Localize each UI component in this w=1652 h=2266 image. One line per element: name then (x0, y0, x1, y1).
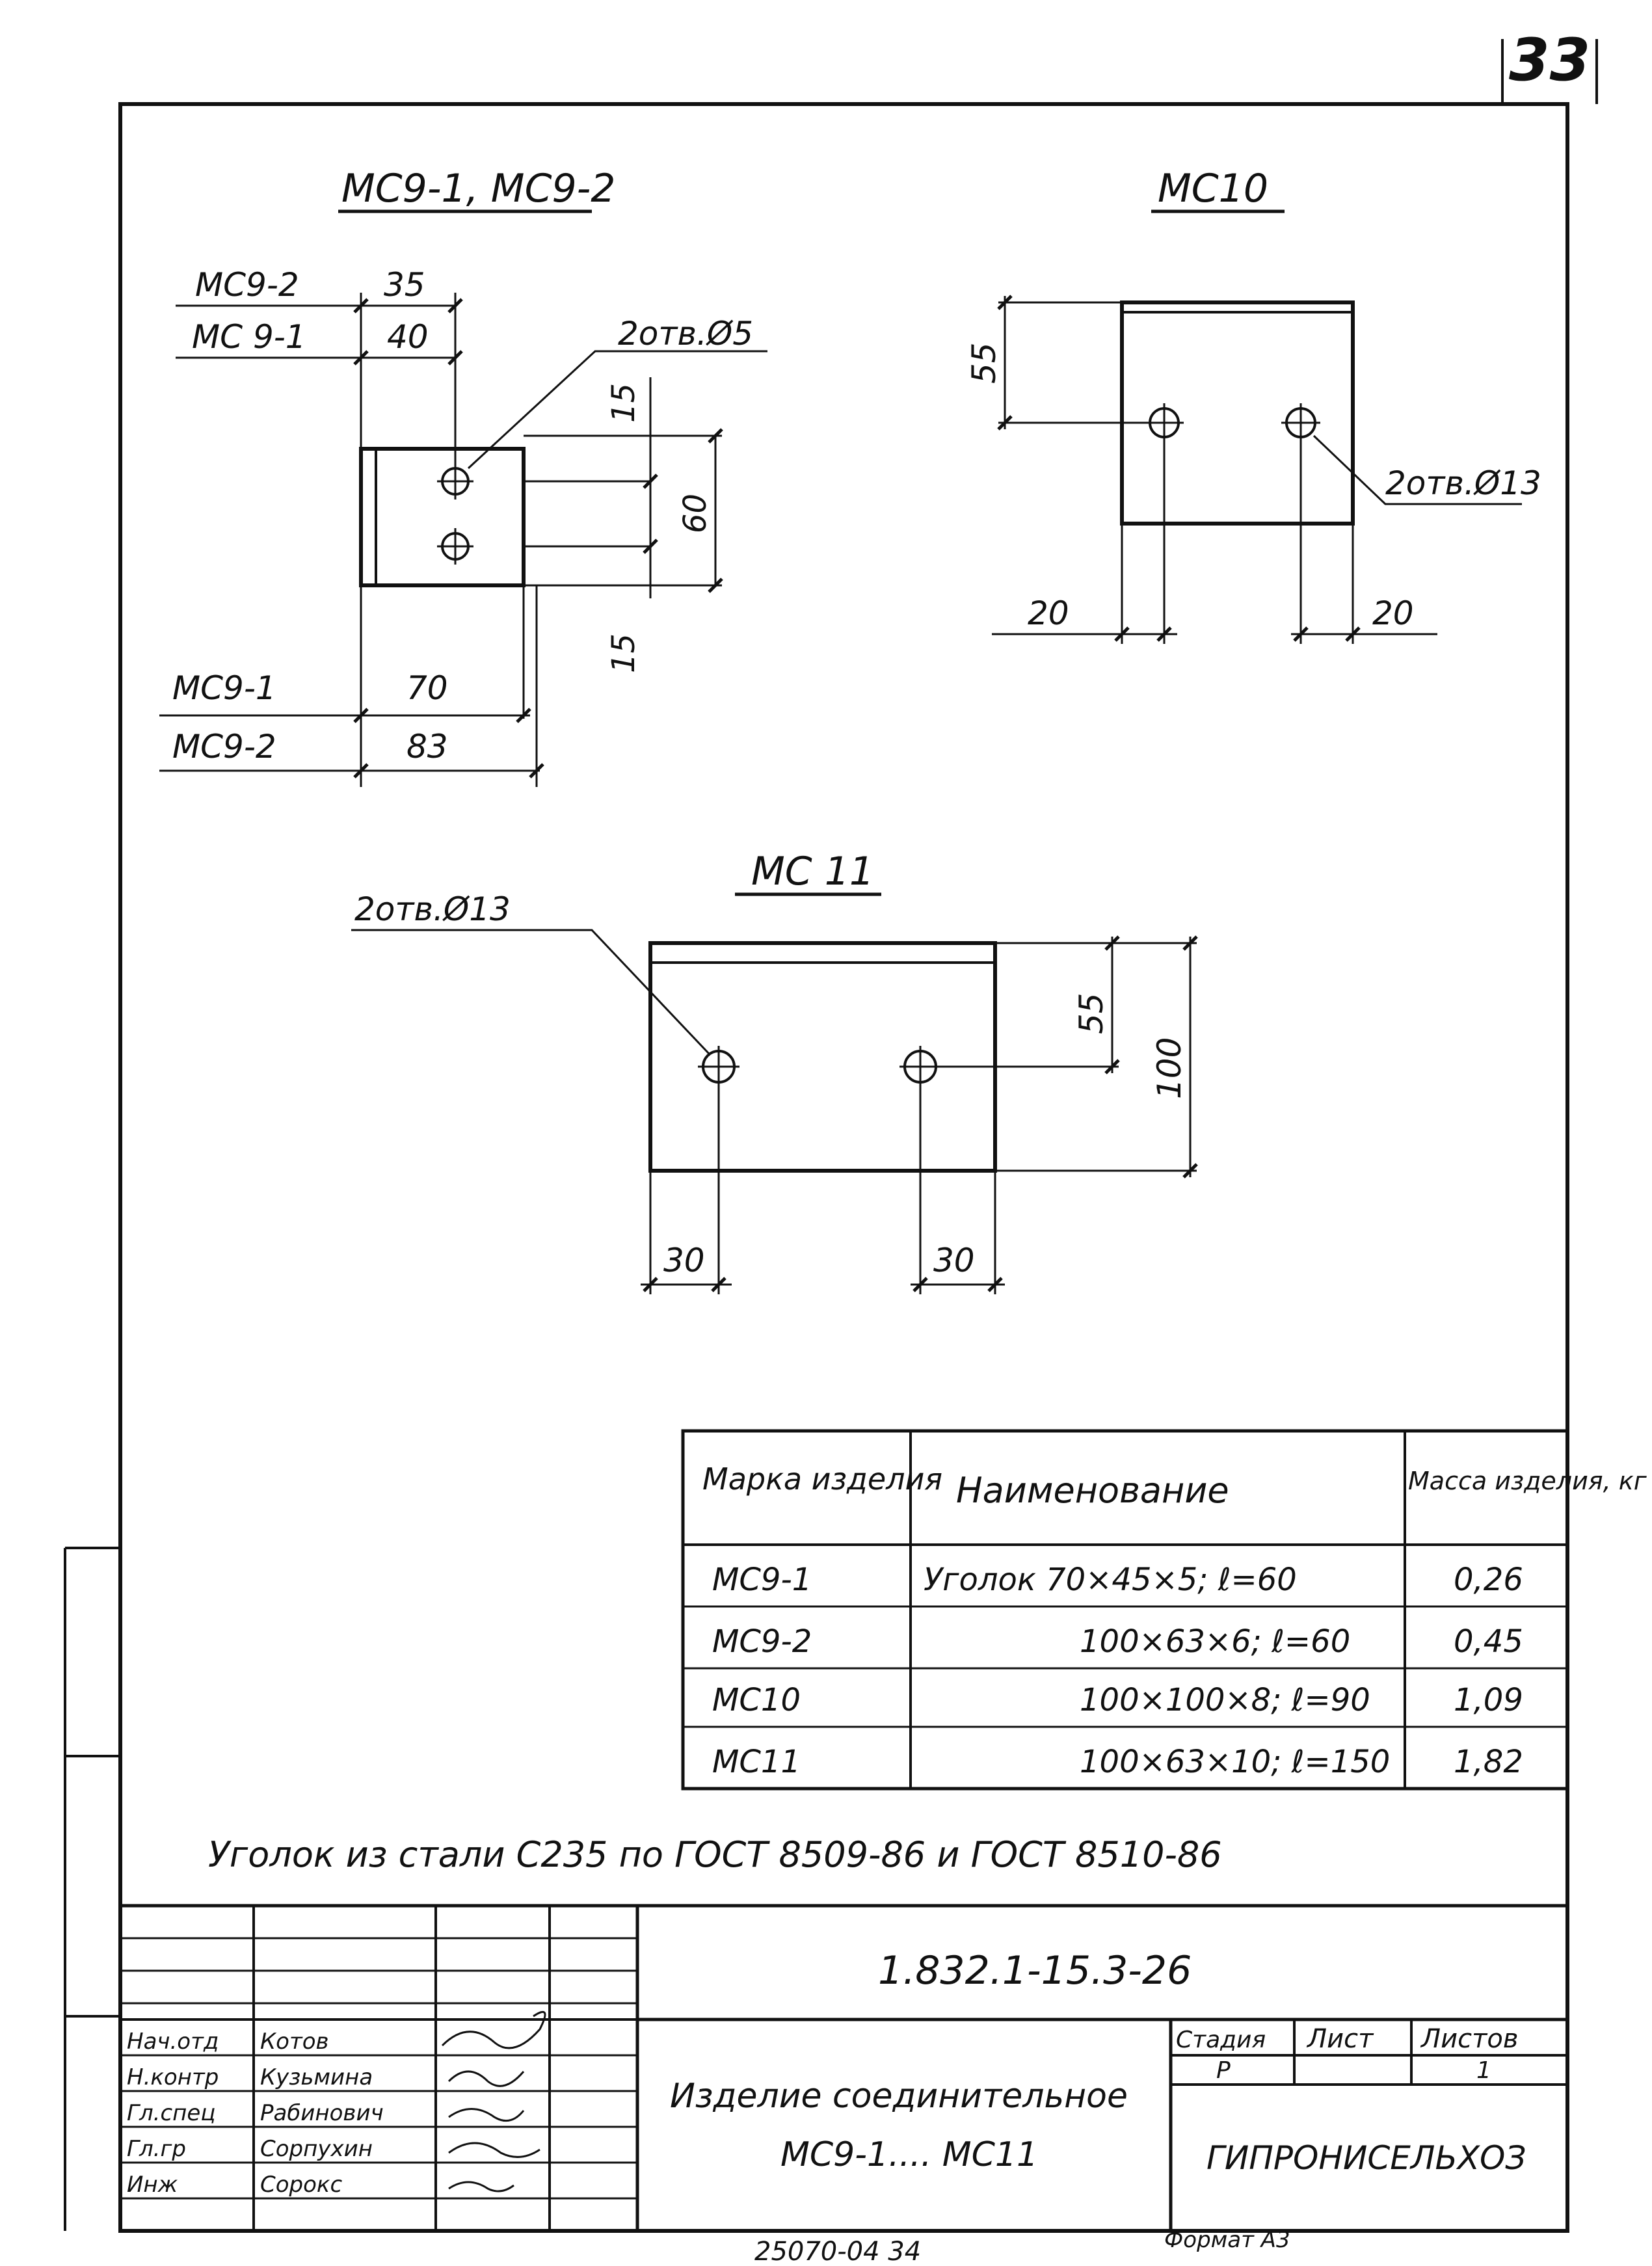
ms9-holes-note: 2отв.Ø5 (618, 315, 753, 353)
ms11-plate (648, 941, 997, 1173)
dim-15-top: 15 (606, 383, 642, 423)
archive-number: 25070-04 34 (754, 2237, 921, 2266)
doc-code: 1.832.1-15.3-26 (878, 1948, 1192, 1993)
signatory-role: Гл.гр (127, 2136, 186, 2162)
spec-row-name: 100×63×6; ℓ=60 (1080, 1623, 1350, 1660)
sheets-label: Листов (1420, 2024, 1518, 2054)
stage-label: Стадия (1176, 2027, 1266, 2053)
spec-row-mass: 0,26 (1454, 1562, 1523, 1598)
dim-60: 60 (677, 494, 713, 533)
spec-row-mass: 1,82 (1454, 1744, 1523, 1780)
ms10-dim-20-left: 20 (1028, 594, 1069, 632)
ms9-plate (359, 447, 526, 587)
signatory-role: Н.контр (127, 2064, 219, 2090)
sheet-label: Лист (1306, 2024, 1374, 2054)
ms10-holes-note: 2отв.Ø13 (1385, 464, 1541, 502)
spec-row-mark: МС9-1 (712, 1562, 812, 1598)
signatory-name: Сорокс (260, 2172, 342, 2198)
spec-row-mark: МС10 (712, 1682, 801, 1718)
dimension-ticks (353, 295, 1361, 1292)
spec-row-mass: 0,45 (1454, 1623, 1523, 1660)
signatory-role: Нач.отд (127, 2029, 219, 2055)
spec-row-name: 100×100×8; ℓ=90 (1080, 1682, 1370, 1718)
ms11-dim-100: 100 (1151, 1037, 1188, 1099)
ms11-dim-30-right: 30 (933, 1242, 975, 1279)
signatory-name: Котов (260, 2029, 329, 2055)
spec-row-mark: МС9-2 (712, 1623, 812, 1660)
dim-70: 70 (406, 669, 448, 707)
dim-15-bottom: 15 (606, 633, 642, 673)
spec-table-frame (681, 1429, 1569, 1791)
spec-row-name: Уголок 70×45×5; ℓ=60 (924, 1562, 1297, 1598)
signature-marks (441, 2010, 546, 2193)
ms10-dim-20-right: 20 (1372, 594, 1414, 632)
ms11-dim-30-left: 30 (663, 1242, 705, 1279)
label-ms9-1-bottom: МС9-1 (172, 669, 276, 707)
dim-83: 83 (406, 728, 448, 766)
spec-header-name: Наименование (956, 1470, 1229, 1511)
signatory-name: Сорпухин (260, 2136, 373, 2162)
ms10-plate (1120, 300, 1355, 526)
dim-35: 35 (384, 266, 425, 304)
signatory-role: Инж (127, 2172, 178, 2198)
spec-row-mark: МС11 (712, 1744, 801, 1780)
spec-header-mass: Масса изделия, кг (1408, 1467, 1647, 1495)
signatory-name: Рабинович (260, 2100, 384, 2126)
sheets-value: 1 (1476, 2057, 1491, 2084)
material-note: Уголок из стали С235 по ГОСТ 8509-86 и Г… (208, 1834, 1222, 1875)
org-name: ГИПРОНИСЕЛЬХОЗ (1206, 2139, 1526, 2177)
sheet-number: 33 (1509, 26, 1591, 94)
format-label: Формат А3 (1164, 2227, 1290, 2253)
spec-row-mass: 1,09 (1454, 1682, 1523, 1718)
ms11-dim-55: 55 (1072, 993, 1110, 1034)
product-name-line2: МС9-1.... МС11 (780, 2135, 1038, 2174)
ms10-dim-55: 55 (965, 342, 1003, 384)
spec-header-mark: Марка изделия (702, 1461, 942, 1497)
ms10-title: МС10 (1158, 166, 1268, 211)
signatory-name: Кузьмина (260, 2064, 373, 2090)
dim-40: 40 (387, 318, 429, 356)
spec-row-name: 100×63×10; ℓ=150 (1080, 1744, 1390, 1780)
stage-value: Р (1216, 2057, 1231, 2084)
label-ms9-1-top: МС 9-1 (192, 318, 306, 356)
label-ms9-2-top: МС9-2 (195, 266, 299, 304)
signatory-role: Гл.спец (127, 2100, 215, 2126)
ms9-title: МС9-1, МС9-2 (341, 166, 615, 211)
ms11-holes-note: 2отв.Ø13 (354, 890, 511, 928)
label-ms9-2-bottom: МС9-2 (172, 728, 276, 766)
product-name-line1: Изделие соединительное (670, 2077, 1128, 2116)
drawing-frame (118, 102, 1569, 2233)
ms11-title: МС 11 (751, 849, 874, 894)
